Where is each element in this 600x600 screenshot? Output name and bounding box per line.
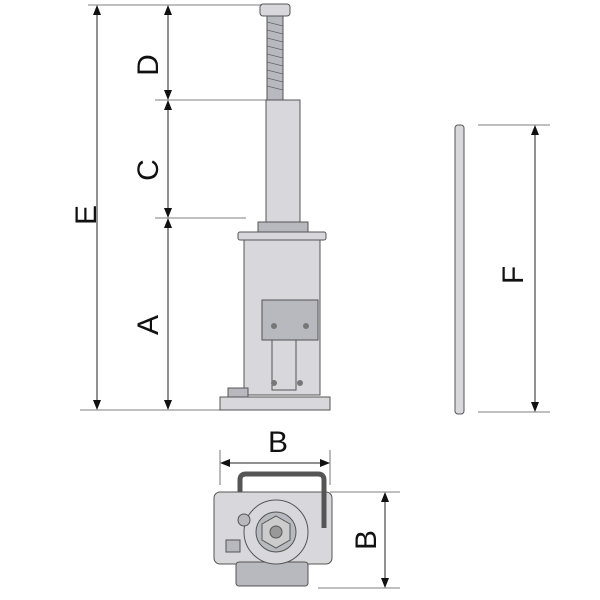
jack-top-view <box>213 471 333 587</box>
pump-bracket <box>261 299 319 341</box>
top-flange <box>237 231 327 241</box>
jack-side-view <box>219 3 331 411</box>
dimension-lines <box>93 5 539 588</box>
label-C: C <box>132 159 165 181</box>
ram-nut <box>257 221 309 233</box>
jack-handle <box>454 124 465 415</box>
label-D: D <box>132 54 165 76</box>
ram <box>265 99 301 226</box>
label-A: A <box>132 315 165 335</box>
threaded-screw <box>266 15 284 101</box>
label-B-depth: B <box>350 530 383 550</box>
screw-cap <box>259 3 291 17</box>
base-plate <box>219 396 331 411</box>
label-B-width: B <box>268 426 288 459</box>
label-F: F <box>497 266 530 284</box>
extension-lines <box>80 4 550 589</box>
label-E: E <box>70 205 103 225</box>
